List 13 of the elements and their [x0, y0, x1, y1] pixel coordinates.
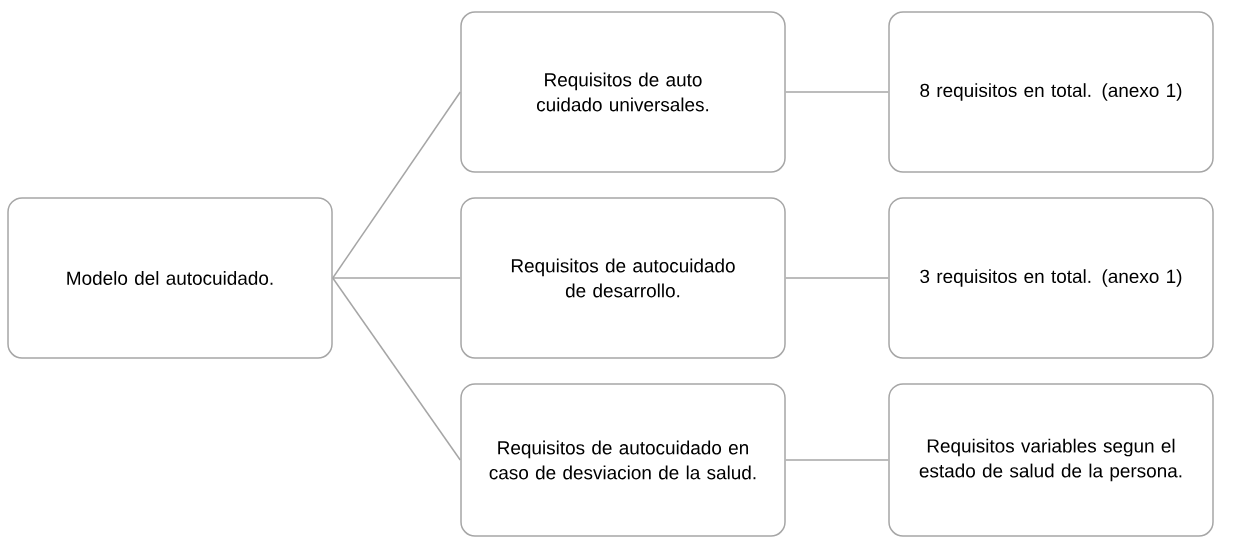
process-box: 8 requisitos en total. (anexo 1) — [888, 11, 1214, 173]
connector-line — [332, 277, 461, 279]
process-box: 3 requisitos en total. (anexo 1) — [888, 197, 1214, 359]
connector-line — [785, 91, 889, 93]
process-box: Modelo del autocuidado. — [7, 197, 333, 359]
process-box: Requisitos de autocuidado en caso de desviacion de la salud. — [460, 383, 786, 537]
process-box: Requisitos variables segun el estado de salud de la persona. — [888, 383, 1214, 537]
connector-line — [785, 459, 889, 461]
connector-line — [785, 277, 889, 279]
connector-line — [332, 91, 461, 279]
process-box: Requisitos de auto cuidado universales. — [460, 11, 786, 173]
connector-line — [332, 277, 461, 461]
process-box: Requisitos de autocuidado de desarrollo. — [460, 197, 786, 359]
